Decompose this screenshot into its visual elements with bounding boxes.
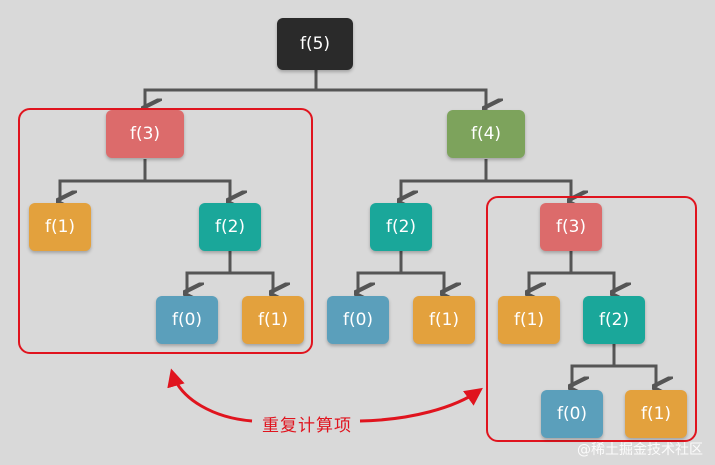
node-f2-right: f(2) [583, 296, 645, 344]
repeat-arrows [167, 368, 483, 423]
node-f1-left-2: f(1) [242, 296, 304, 344]
node-f2-middle: f(2) [370, 203, 432, 251]
node-f5: f(5) [277, 18, 353, 70]
node-f2-left: f(2) [199, 203, 261, 251]
edges-f2-middle [358, 250, 444, 293]
node-f1-middle: f(1) [413, 296, 475, 344]
repeat-highlight-left [18, 108, 313, 354]
edges-f2-left [187, 250, 273, 293]
node-f4: f(4) [447, 110, 525, 158]
node-f3-left: f(3) [106, 110, 184, 158]
node-f1-left: f(1) [29, 203, 91, 251]
node-f0-left: f(0) [156, 296, 218, 344]
node-f1-right: f(1) [498, 296, 560, 344]
repeat-caption: 重复计算项 [262, 416, 352, 436]
repeat-highlight-right [486, 196, 697, 442]
node-f0-right: f(0) [541, 390, 603, 438]
edges-f4 [401, 159, 571, 201]
watermark: @稀土掘金技术社区 [577, 442, 703, 458]
node-f0-middle: f(0) [327, 296, 389, 344]
edges-f3-right [529, 250, 614, 293]
edges-f3-left [60, 159, 230, 201]
node-f3-right: f(3) [540, 203, 602, 251]
edges-f5 [145, 66, 486, 109]
node-f1-right-2: f(1) [625, 390, 687, 438]
edges-f2-right [572, 342, 656, 387]
